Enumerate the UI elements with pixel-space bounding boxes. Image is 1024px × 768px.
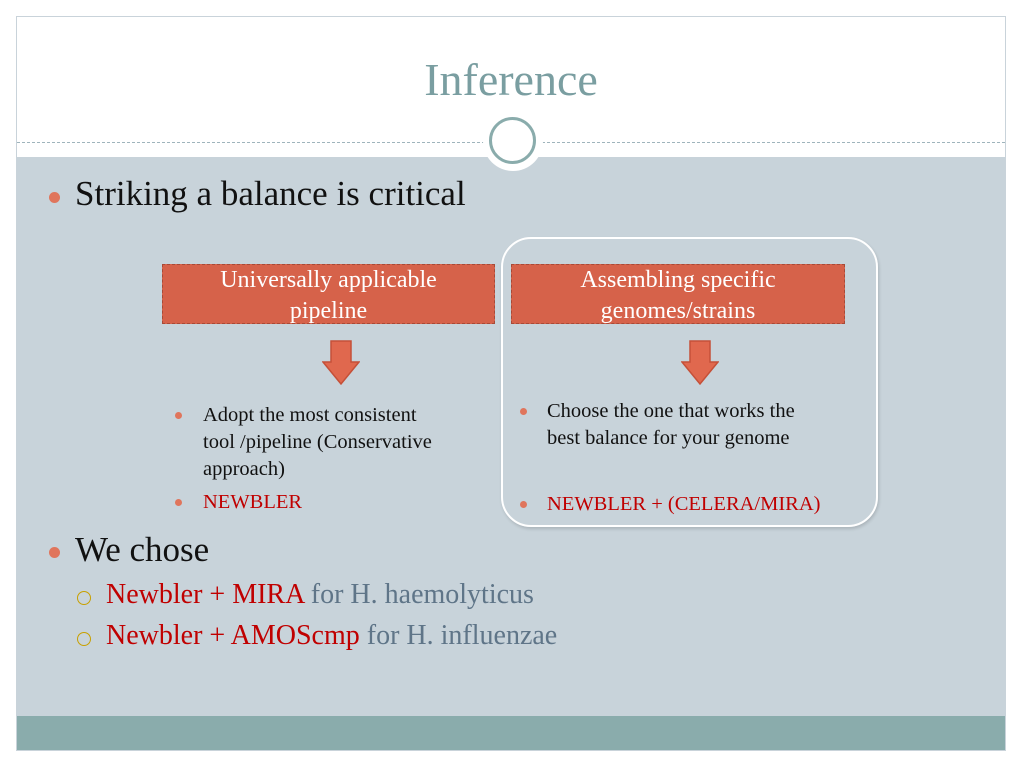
left-item-1-line2: tool /pipeline (Conservative: [203, 431, 432, 453]
box-universal-pipeline: Universally applicable pipeline: [162, 264, 495, 324]
bullet-dot-icon: [520, 408, 527, 415]
sub-bullet-influenzae: Newbler + AMOScmp for H. influenzae: [106, 620, 557, 652]
footer-bar: [17, 716, 1005, 750]
highlight-frame: [501, 237, 878, 527]
bullet-dot-icon: [520, 501, 527, 508]
bullet-dot-icon: [175, 499, 182, 506]
box-universal-line1: Universally applicable: [220, 267, 437, 293]
left-item-1: Adopt the most consistent tool /pipeline…: [203, 402, 432, 483]
right-item-1-line2: best balance for your genome: [547, 427, 790, 449]
sub-bullet-2-highlight: Newbler + AMOScmp: [106, 620, 360, 651]
left-item-1-line3: approach): [203, 458, 285, 480]
bullet-we-chose: We chose: [75, 530, 210, 569]
circle-ornament-icon: [483, 111, 543, 171]
left-item-newbler: NEWBLER: [203, 491, 303, 513]
bullet-dot-icon: [175, 412, 182, 419]
box-universal-line2: pipeline: [289, 298, 368, 324]
right-item-1-line1: Choose the one that works the: [547, 400, 795, 422]
bullet-dot-icon: [49, 547, 60, 558]
slide: Inference: [16, 16, 1006, 751]
ring-bullet-icon: [77, 591, 91, 605]
box-specific-genomes: Assembling specific genomes/strains: [511, 264, 845, 324]
box-specific-line1: Assembling specific: [580, 267, 776, 293]
down-arrow-icon: [322, 340, 360, 386]
bullet-striking-balance: Striking a balance is critical: [75, 174, 466, 213]
sub-bullet-2-rest: for H. influenzae: [359, 620, 558, 651]
box-specific-line2: genomes/strains: [600, 298, 756, 324]
sub-bullet-1-rest: for H. haemolyticus: [303, 579, 534, 610]
circle-ornament-inner: [489, 117, 536, 164]
sub-bullet-1-highlight: Newbler + MIRA: [106, 579, 304, 610]
right-item-1: Choose the one that works the best balan…: [547, 398, 795, 452]
down-arrow-icon: [681, 340, 719, 386]
slide-title: Inference: [424, 54, 598, 105]
ring-bullet-icon: [77, 632, 91, 646]
sub-bullet-haemolyticus: Newbler + MIRA for H. haemolyticus: [106, 579, 534, 611]
right-item-newbler-combo: NEWBLER + (CELERA/MIRA): [547, 493, 821, 515]
left-item-1-line1: Adopt the most consistent: [203, 404, 417, 426]
bullet-dot-icon: [49, 192, 60, 203]
